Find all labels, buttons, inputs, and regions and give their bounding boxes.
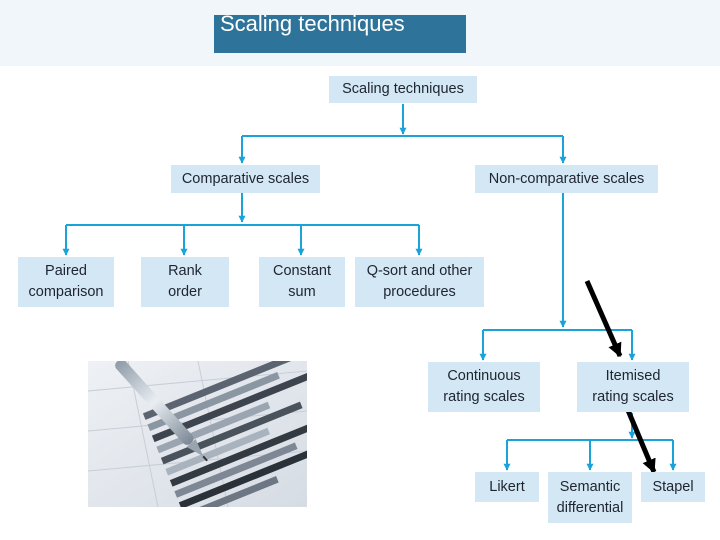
node-rank-order: Rank order xyxy=(141,257,229,307)
node-likert: Likert xyxy=(475,472,539,502)
node-semantic-differential: Semantic differential xyxy=(548,472,632,523)
node-non-comparative-scales: Non-comparative scales xyxy=(475,165,658,193)
node-paired-comparison: Paired comparison xyxy=(18,257,114,307)
node-q-sort: Q-sort and other procedures xyxy=(355,257,484,307)
node-stapel: Stapel xyxy=(641,472,705,502)
node-comparative-scales: Comparative scales xyxy=(171,165,320,193)
node-scaling-techniques: Scaling techniques xyxy=(329,76,477,103)
node-continuous-rating-scales: Continuous rating scales xyxy=(428,362,540,412)
title-box xyxy=(214,15,466,53)
pen-bar-chart-photo xyxy=(88,361,307,507)
node-itemised-rating-scales: Itemised rating scales xyxy=(577,362,689,412)
annotation-arrow-itemised xyxy=(584,279,623,358)
node-constant-sum: Constant sum xyxy=(259,257,345,307)
slide-title: Scaling techniques xyxy=(220,11,405,36)
